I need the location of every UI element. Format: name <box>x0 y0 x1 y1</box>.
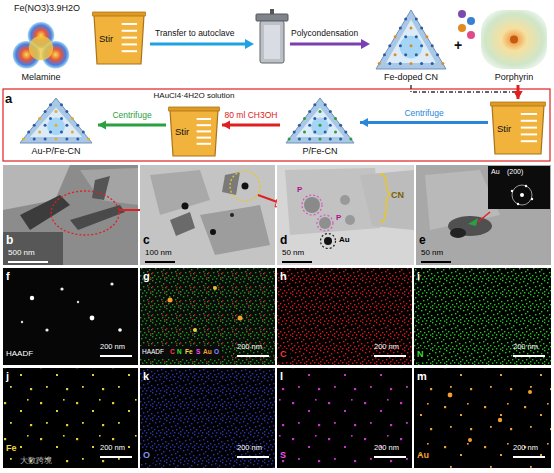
panel-letter: c <box>143 234 150 247</box>
scale-label: 200 nm <box>374 444 399 452</box>
panel-letter: h <box>280 271 287 283</box>
node-shape <box>478 8 550 71</box>
element-label: C <box>280 350 287 359</box>
beaker-node: Stir <box>490 100 546 156</box>
node-label: Porphyrin <box>495 73 534 83</box>
node-shape <box>372 8 450 71</box>
scale-label: 200 nm <box>100 343 125 351</box>
step-label: Polycondensation <box>291 29 358 38</box>
step-label: Transfer to autoclave <box>155 29 235 38</box>
panel-letter: i <box>417 271 420 283</box>
edge-label: 80 ml CH3OH <box>224 111 279 120</box>
scale-label: 500 nm <box>8 249 35 257</box>
reagent-label: Fe(NO3)3.9H2O <box>14 4 80 13</box>
element-label: Fe <box>6 444 17 453</box>
flow-arrow <box>222 121 280 130</box>
beaker-node: HAuCl4·4H2O solutionStir <box>146 92 242 158</box>
arrow-line <box>98 124 166 127</box>
flow-arrow <box>360 118 488 127</box>
node-shape <box>282 96 358 145</box>
flow-arrow <box>98 121 166 130</box>
flow-arrow <box>514 85 523 99</box>
molecule-node: Porphyrin <box>478 8 550 84</box>
arrow-head <box>360 118 368 127</box>
node-label: Stir <box>99 34 113 44</box>
element-label: (200) <box>507 168 523 175</box>
node-label: P/Fe-CN <box>302 147 337 157</box>
edge-label: Centrifuge <box>403 109 444 118</box>
panel-letter: j <box>6 371 9 383</box>
element-label: HAADF <box>6 350 33 358</box>
node-label: Stir <box>497 124 511 134</box>
scale-label: 200 nm <box>100 444 125 452</box>
material-node: Fe-doped CN <box>372 8 450 84</box>
element-label: N <box>177 349 182 356</box>
panel-letter: e <box>419 234 426 247</box>
element-label: S <box>280 451 286 460</box>
node-shape <box>16 96 96 145</box>
node-label: Stir <box>175 127 189 137</box>
scale-label: 100 nm <box>145 249 172 257</box>
panel-letter: d <box>280 234 287 247</box>
node-label: Melamine <box>21 73 60 83</box>
scale-label: 200 nm <box>513 444 538 452</box>
node-shape <box>8 20 74 71</box>
element-label: Au <box>417 451 429 460</box>
arrow-head <box>514 91 523 99</box>
panel-letter: l <box>280 371 283 383</box>
scale-label: 200 nm <box>237 343 262 351</box>
element-label: O <box>214 349 219 356</box>
reagent-label: HAuCl4·4H2O solution <box>154 92 235 101</box>
element-label: N <box>417 350 424 359</box>
material-node: Au-P/Fe-CN <box>16 96 96 158</box>
element-label: P <box>336 214 341 222</box>
element-label: S <box>196 349 200 356</box>
panel-letter: k <box>143 371 149 383</box>
node-label: Au-P/Fe-CN <box>31 147 80 157</box>
element-label: Au <box>491 168 500 175</box>
scale-label: 200 nm <box>513 343 538 351</box>
arrow-line <box>411 85 518 99</box>
arrow-head <box>222 121 230 130</box>
scale-label: 200 nm <box>237 444 262 452</box>
element-label: CN <box>391 191 404 200</box>
element-label: Au <box>203 349 212 356</box>
arrow-head <box>98 121 106 130</box>
panel-letter: a <box>5 92 12 106</box>
edge-label: Centrifuge <box>111 111 152 120</box>
flow-arrow <box>411 85 523 99</box>
element-label: HAADF <box>142 349 164 356</box>
scale-label: 50 nm <box>282 249 304 257</box>
arrow-head <box>514 91 523 99</box>
scale-label: 200 nm <box>374 343 399 351</box>
material-node: P/Fe-CN <box>282 96 358 158</box>
scale-label: 50 nm <box>421 249 443 257</box>
panel-letter: m <box>417 371 427 383</box>
element-label: Fe <box>185 349 193 356</box>
panel-letter: b <box>6 234 13 247</box>
element-label: P <box>297 186 302 194</box>
element-label: Au <box>339 236 350 244</box>
node-label: Fe-doped CN <box>384 73 438 83</box>
beaker-node: Stir <box>92 10 146 66</box>
arrow-line <box>222 124 280 127</box>
watermark: 大数跨境 <box>20 457 52 465</box>
element-label: C <box>170 349 175 356</box>
plus-sign: + <box>454 38 462 53</box>
panel-letter: g <box>143 271 150 283</box>
element-label: O <box>143 451 150 460</box>
molecule-node: Melamine <box>8 20 74 84</box>
arrow-line <box>360 121 488 124</box>
panel-letter: f <box>6 271 10 283</box>
